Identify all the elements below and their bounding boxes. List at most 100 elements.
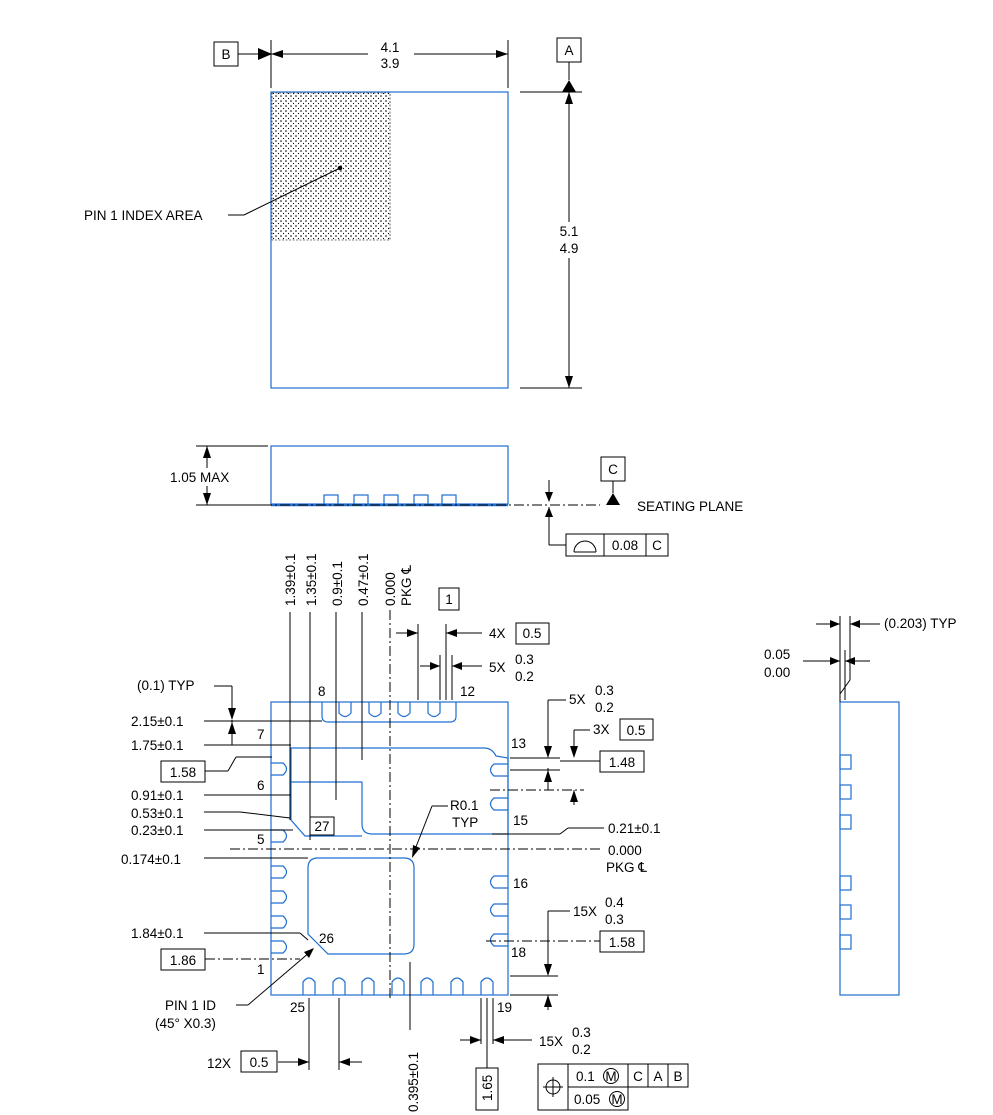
note-flag-box	[438, 587, 460, 611]
flatness-symbol-box	[565, 533, 605, 557]
profile-surface-icon	[573, 540, 597, 553]
fcf-tol2: 0.05	[574, 1092, 600, 1107]
pin1-index-label: PIN 1 INDEX AREA	[84, 208, 203, 223]
dim-0-000-right: 0.000	[608, 843, 642, 858]
pad-27-outline	[290, 782, 362, 837]
dim-0-91: 0.91±0.1	[131, 788, 183, 803]
lower-thermal-pad	[307, 857, 415, 955]
pin-8: 8	[318, 684, 326, 699]
dim-1-39: 1.39±0.1	[283, 554, 298, 606]
top-height-max: 5.1	[560, 224, 579, 239]
svg-text:M: M	[605, 1069, 616, 1084]
standoff-min: 0.00	[764, 665, 790, 680]
bottom-leads	[302, 977, 494, 995]
top-width-min: 3.9	[381, 56, 400, 71]
pin-27: 27	[314, 819, 329, 834]
box-1-58-right-value: 1.58	[609, 935, 635, 950]
datum-b-label: B	[221, 47, 230, 62]
pin-12: 12	[460, 684, 475, 699]
pin-7: 7	[257, 727, 265, 742]
note-flag: 1	[445, 592, 453, 607]
box-1-58-left-value: 1.58	[170, 765, 196, 780]
right-15x-max: 0.4	[605, 895, 624, 910]
dim-0-9: 0.9±0.1	[330, 561, 345, 606]
bottom-15x-min: 0.2	[572, 1042, 591, 1057]
flatness-datum: C	[652, 538, 662, 553]
lead-5x-max: 0.3	[515, 652, 534, 667]
pin1-id-chamfer: (45° X0.3)	[155, 1016, 216, 1031]
seating-plane-label: SEATING PLANE	[637, 499, 743, 514]
datum-a-label: A	[564, 43, 573, 58]
side-view: 1.05 MAX C SEATING PLANE 0.08 C	[166, 445, 743, 557]
pin-19: 19	[497, 1000, 512, 1015]
pkg-cl-right: PKG ℄	[606, 860, 647, 875]
radius-typ: TYP	[452, 815, 478, 830]
right-15x-min: 0.3	[605, 912, 624, 927]
detail-view: (0.203) TYP 0.05 0.00	[764, 616, 957, 996]
dim-0-53: 0.53±0.1	[131, 806, 183, 821]
svg-text:M: M	[611, 1092, 622, 1107]
top-height-min: 4.9	[560, 241, 579, 256]
pin-26: 26	[319, 931, 334, 946]
dim-1-35: 1.35±0.1	[304, 554, 319, 606]
standoff-max: 0.05	[764, 647, 790, 662]
right-5x-max: 0.3	[595, 683, 614, 698]
dim-0-000-top: 0.000	[383, 572, 398, 606]
fcf-datum-b: B	[673, 1069, 682, 1084]
datum-b-box	[213, 41, 239, 67]
datum-a-box	[556, 37, 582, 63]
box-1-65	[475, 1067, 499, 1111]
pin-27-box	[309, 816, 335, 836]
pin-1: 1	[257, 962, 265, 977]
right-3x-prefix: 3X	[593, 722, 610, 737]
pkg-cl-top: PKG ℄	[399, 565, 414, 606]
detail-leads	[839, 754, 852, 950]
pin-13: 13	[511, 736, 526, 751]
mmc-icon	[603, 1068, 619, 1084]
bottom-15x-prefix: 15X	[539, 1034, 563, 1049]
lead-5x-prefix: 5X	[489, 660, 506, 675]
pin-6: 6	[257, 778, 265, 793]
right-5x-min: 0.2	[595, 700, 614, 715]
pin1-index-area	[271, 92, 391, 241]
pin1-id-label: PIN 1 ID	[165, 998, 216, 1013]
dim-0-47: 0.47±0.1	[356, 554, 371, 606]
fcf-datum-c: C	[633, 1069, 643, 1084]
pitch-12x-value: 0.5	[250, 1055, 269, 1070]
left-leads	[271, 762, 288, 954]
pin-15: 15	[513, 813, 528, 828]
fcf-datum-a: A	[653, 1069, 662, 1084]
pin-5: 5	[257, 832, 265, 847]
pin-25: 25	[290, 1000, 305, 1015]
mmc-icon-2	[609, 1091, 625, 1107]
dim-1-84: 1.84±0.1	[131, 926, 183, 941]
dim-2-15: 2.15±0.1	[131, 714, 183, 729]
box-1-86-value: 1.86	[170, 953, 196, 968]
dim-0-174: 0.174±0.1	[121, 852, 181, 867]
box-1-65-value: 1.65	[480, 1075, 495, 1101]
upper-thermal-pad	[290, 747, 509, 835]
pitch-12x-prefix: 12X	[207, 1056, 231, 1071]
top-view: B 4.1 3.9 PIN 1 INDEX AREA A	[84, 37, 586, 389]
pitch-4x-value: 0.5	[523, 626, 542, 641]
dim-0-23: 0.23±0.1	[131, 823, 183, 838]
left-dimension-lines	[204, 720, 322, 941]
right-5x-prefix: 5X	[569, 692, 586, 707]
pin-18: 18	[511, 945, 526, 960]
datum-c-label: C	[608, 462, 618, 477]
detail-package-outline	[839, 701, 900, 996]
lead-5x-min: 0.2	[515, 669, 534, 684]
top-width-max: 4.1	[381, 40, 400, 55]
dim-0-21: 0.21±0.1	[608, 821, 660, 836]
typ-0-203: (0.203) TYP	[884, 616, 957, 631]
top-package-outline	[270, 91, 509, 389]
box-1-48-value: 1.48	[609, 755, 635, 770]
flatness-tolerance: 0.08	[612, 538, 638, 553]
radius-label: R0.1	[450, 798, 479, 813]
right-15x-prefix: 15X	[573, 904, 597, 919]
side-height-label: 1.05 MAX	[170, 470, 229, 485]
pitch-4x-prefix: 4X	[489, 626, 506, 641]
right-leads	[489, 763, 508, 947]
dim-1-75: 1.75±0.1	[131, 738, 183, 753]
